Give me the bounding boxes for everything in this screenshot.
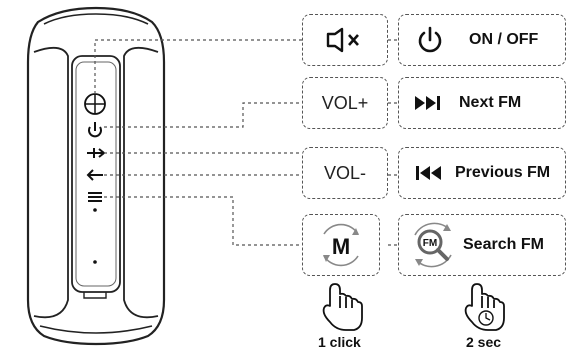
mode-m-icon: M [323, 223, 359, 267]
speaker-top-rim [43, 13, 149, 25]
power-icon [418, 26, 442, 53]
speaker-right-strap [123, 46, 159, 319]
fm-search-icon: FM [414, 222, 452, 268]
speaker-left-strap [33, 46, 69, 319]
next-fm-label: Next FM [459, 94, 522, 111]
click-caption: 1 click [318, 334, 361, 350]
skip-backward-icon [416, 166, 441, 180]
search-fm-function-box: FM Search FM [398, 214, 566, 276]
speaker-illustration [26, 6, 166, 346]
on-off-label: ON / OFF [469, 31, 539, 48]
speaker-mute-icon [326, 27, 359, 53]
connector-lines [94, 39, 398, 246]
vol-minus-button[interactable] [86, 169, 103, 181]
panel-clip [83, 292, 107, 299]
on-off-function-box: ON / OFF [398, 14, 566, 66]
vol-minus-label: VOL- [323, 162, 366, 183]
vol-plus-label: VOL+ [321, 92, 369, 113]
vol-minus-key-box: VOL- [302, 147, 388, 199]
control-panel-inner [75, 61, 117, 287]
speaker-bottom-base [39, 325, 153, 334]
skip-forward-icon [415, 96, 440, 110]
mode-m-letter: M [332, 234, 350, 259]
fm-search-icon-text: FM [423, 238, 437, 249]
vol-plus-key-box: VOL+ [302, 77, 388, 129]
hold-caption: 2 sec [466, 334, 502, 350]
mode-key-box: M [302, 214, 380, 276]
next-fm-function-box: Next FM [398, 77, 566, 129]
previous-fm-label: Previous FM [455, 164, 551, 181]
search-fm-label: Search FM [463, 236, 544, 253]
previous-fm-function-box: Previous FM [398, 147, 566, 199]
mute-key-box [302, 14, 388, 66]
power-button[interactable] [88, 122, 102, 138]
mode-button[interactable] [88, 192, 102, 212]
status-led [93, 260, 97, 264]
